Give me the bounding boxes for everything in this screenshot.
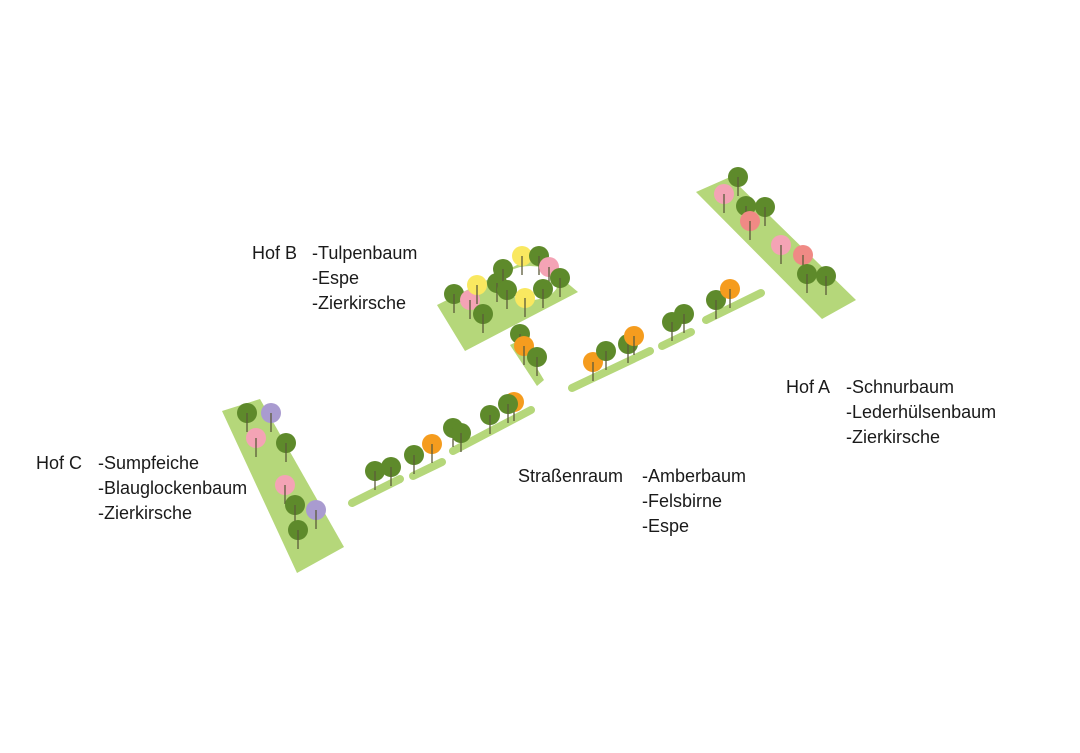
tree-icon bbox=[381, 457, 401, 486]
tree-icon bbox=[261, 403, 281, 432]
species-item: -Sumpfeiche bbox=[98, 453, 200, 473]
species-list: -Schnurbaum -Lederhülsenbaum -Zierkirsch… bbox=[846, 375, 996, 450]
tree-icon bbox=[596, 341, 616, 370]
tree-icon bbox=[740, 211, 760, 240]
tree-icon bbox=[276, 433, 296, 462]
tree-icon bbox=[480, 405, 500, 434]
street-strip-6 bbox=[702, 289, 765, 324]
species-item: -Zierkirsche bbox=[846, 427, 941, 447]
tree-icon bbox=[422, 434, 442, 463]
zone-name: Hof B bbox=[252, 243, 298, 263]
street-strip-3 bbox=[449, 406, 535, 455]
tree-icon bbox=[404, 445, 424, 474]
tree-icon bbox=[755, 197, 775, 226]
tree-icon bbox=[473, 304, 493, 333]
tree-icon bbox=[467, 275, 487, 304]
tree-icon bbox=[498, 394, 518, 423]
tree-icon bbox=[512, 246, 532, 275]
tree-icon bbox=[246, 428, 266, 457]
tree-icon bbox=[674, 304, 694, 333]
tree-icon bbox=[533, 279, 553, 308]
tree-icon bbox=[515, 288, 535, 317]
tree-icon bbox=[444, 284, 464, 313]
tree-icon bbox=[365, 461, 385, 490]
tree-icon bbox=[771, 235, 791, 264]
tree-icon bbox=[460, 290, 480, 319]
zone-name: Hof C bbox=[36, 453, 83, 473]
species-list: -Sumpfeiche -Blauglockenbaum -Zierkirsch… bbox=[98, 451, 247, 526]
species-item: -Lederhülsenbaum bbox=[846, 402, 997, 422]
tree-icon bbox=[714, 184, 734, 213]
species-item: -Schnurbaum bbox=[846, 377, 955, 397]
species-item: -Tulpenbaum bbox=[312, 243, 418, 263]
tree-icon bbox=[624, 326, 644, 355]
tree-icon bbox=[816, 266, 836, 295]
species-list: -Tulpenbaum -Espe -Zierkirsche bbox=[312, 241, 417, 316]
tree-icon bbox=[797, 264, 817, 293]
street-strip-2 bbox=[409, 458, 446, 480]
zone-name: Straßenraum bbox=[518, 466, 624, 486]
tree-icon bbox=[550, 268, 570, 297]
tree-icon bbox=[237, 403, 257, 432]
street-strip-5 bbox=[658, 328, 695, 350]
tree-icon bbox=[288, 520, 308, 549]
tree-icon bbox=[706, 290, 726, 319]
species-item: -Zierkirsche bbox=[98, 503, 193, 523]
tree-icon bbox=[527, 347, 547, 376]
species-item: -Amberbaum bbox=[642, 466, 747, 486]
tree-icon bbox=[306, 500, 326, 529]
species-item: -Felsbirne bbox=[642, 491, 723, 511]
species-item: -Espe bbox=[312, 268, 360, 288]
tree-icon bbox=[728, 167, 748, 196]
species-list: -Amberbaum -Felsbirne -Espe bbox=[642, 464, 746, 539]
street-strip-1 bbox=[348, 475, 404, 507]
street-strip-4 bbox=[568, 347, 654, 392]
tree-icon bbox=[720, 279, 740, 308]
zone-name: Hof A bbox=[786, 377, 831, 397]
tree-icon bbox=[497, 280, 517, 309]
street-strips bbox=[348, 289, 765, 507]
tree-icon bbox=[275, 475, 295, 504]
trees bbox=[237, 167, 836, 549]
species-item: -Espe bbox=[642, 516, 690, 536]
species-item: -Zierkirsche bbox=[312, 293, 407, 313]
tree-icon bbox=[451, 423, 471, 452]
species-item: -Blauglockenbaum bbox=[98, 478, 248, 498]
